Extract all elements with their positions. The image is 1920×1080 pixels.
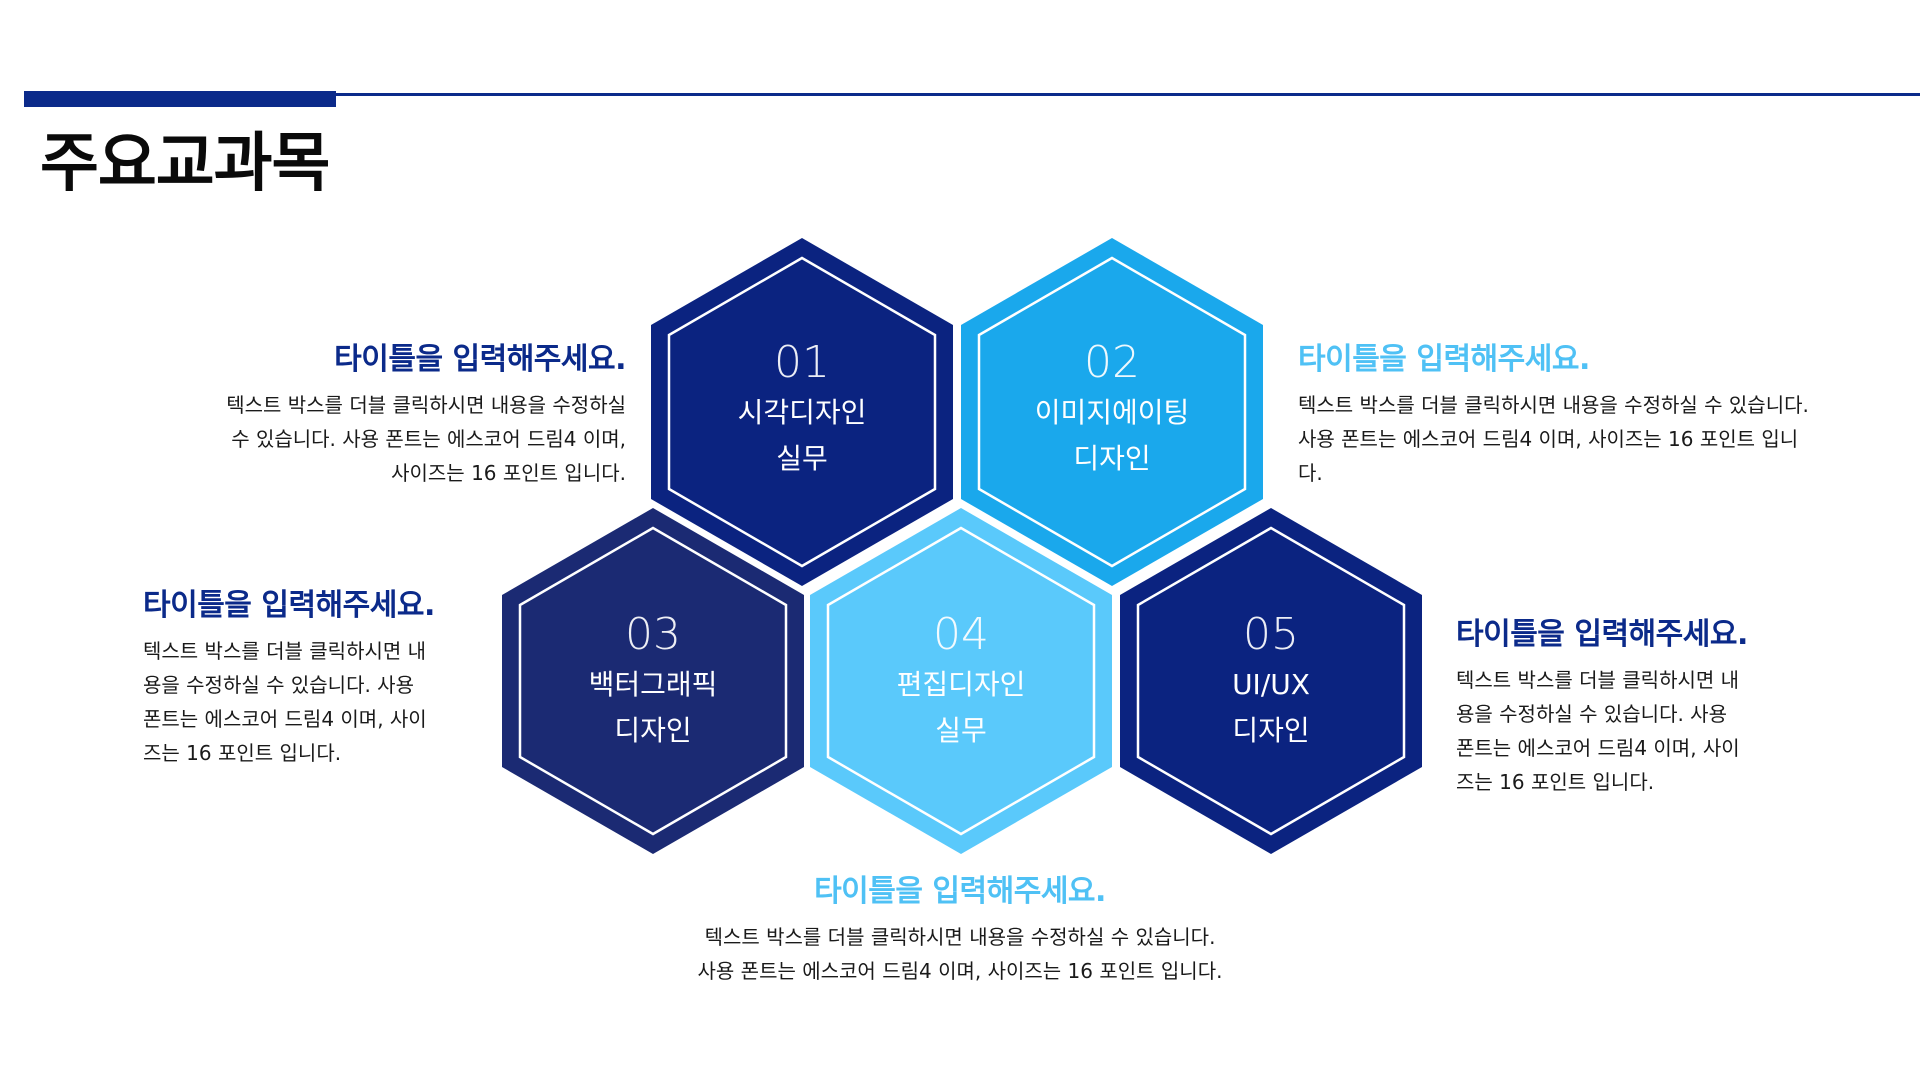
hexagon-03-label-line1: 백터그래픽 [588,668,718,701]
hexagon-01-number: 01 [774,337,830,388]
hexagon-04-label-line2: 실무 [935,714,987,747]
text-block-3[interactable]: 타이틀을 입력해주세요. 텍스트 박스를 더블 클릭하시면 내 용을 수정하실 … [143,586,503,770]
hexagon-04[interactable] [810,508,1112,854]
text-block-3-line: 텍스트 박스를 더블 클릭하시면 내 [143,639,427,663]
header-accent-bar [24,91,336,107]
text-block-3-title: 타이틀을 입력해주세요. [143,588,435,623]
text-block-3-line: 용을 수정하실 수 있습니다. 사용 [143,673,414,697]
hexagon-01-label-line2: 실무 [776,442,828,475]
hexagon-04-text: 04 편집디자인 실무 [841,608,1081,754]
text-block-1-body: 텍스트 박스를 더블 클릭하시면 내용을 수정하실 수 있습니다. 사용 폰트는… [150,388,626,490]
hexagon-04-number: 04 [933,609,989,660]
text-block-5[interactable]: 타이틀을 입력해주세요. 텍스트 박스를 더블 클릭하시면 내용을 수정하실 수… [640,872,1280,988]
page-title: 주요교과목 [40,127,330,201]
hexagon-02-label-line1: 이미지에이팅 [1034,396,1190,429]
hexagon-03-label-line2: 디자인 [614,714,692,747]
hexagon-04-label-line1: 편집디자인 [896,668,1026,701]
hexagon-01-text: 01 시각디자인 실무 [682,336,922,482]
hexagon-02-text: 02 이미지에이팅 디자인 [992,336,1232,482]
text-block-2-line: 텍스트 박스를 더블 클릭하시면 내용을 수정하실 수 있습니다. [1298,393,1809,417]
hexagon-01[interactable] [651,238,953,586]
hexagon-05-text: 05 UI/UX 디자인 [1151,608,1391,754]
text-block-4-line: 즈는 16 포인트 입니다. [1456,770,1655,794]
hexagon-05-number: 05 [1243,609,1299,660]
text-block-4-line: 폰트는 에스코어 드림4 이며, 사이 [1456,736,1740,760]
hexagon-02-label-line2: 디자인 [1073,442,1151,475]
text-block-2-title: 타이틀을 입력해주세요. [1298,342,1590,377]
text-block-5-body: 텍스트 박스를 더블 클릭하시면 내용을 수정하실 수 있습니다. 사용 폰트는… [640,920,1280,988]
hexagon-05-label-line1: UI/UX [1232,668,1310,701]
hexagon-02-number: 02 [1084,337,1140,388]
text-block-4-title: 타이틀을 입력해주세요. [1456,617,1748,652]
text-block-2-line: 사용 폰트는 에스코어 드림4 이며, 사이즈는 16 포인트 입니 [1298,427,1799,451]
text-block-2-body: 텍스트 박스를 더블 클릭하시면 내용을 수정하실 수 있습니다. 사용 폰트는… [1298,388,1898,490]
text-block-4-line: 텍스트 박스를 더블 클릭하시면 내 [1456,668,1740,692]
hexagon-02[interactable] [961,238,1263,586]
text-block-5-line: 텍스트 박스를 더블 클릭하시면 내용을 수정하실 수 있습니다. [704,925,1216,949]
text-block-4-body: 텍스트 박스를 더블 클릭하시면 내 용을 수정하실 수 있습니다. 사용 폰트… [1456,663,1816,799]
text-block-4[interactable]: 타이틀을 입력해주세요. 텍스트 박스를 더블 클릭하시면 내 용을 수정하실 … [1456,615,1816,799]
text-block-2[interactable]: 타이틀을 입력해주세요. 텍스트 박스를 더블 클릭하시면 내용을 수정하실 수… [1298,340,1898,490]
hexagon-01-label-line1: 시각디자인 [737,396,867,429]
text-block-1-title: 타이틀을 입력해주세요. [334,342,626,377]
header-rule [334,93,1920,96]
hexagon-03[interactable] [502,508,804,854]
text-block-3-line: 폰트는 에스코어 드림4 이며, 사이 [143,707,427,731]
text-block-5-title: 타이틀을 입력해주세요. [814,874,1106,909]
hexagon-05-label-line2: 디자인 [1232,714,1310,747]
text-block-1[interactable]: 타이틀을 입력해주세요. 텍스트 박스를 더블 클릭하시면 내용을 수정하실 수… [150,340,626,490]
hexagon-05[interactable] [1120,508,1422,854]
text-block-3-line: 즈는 16 포인트 입니다. [143,741,342,765]
hexagon-03-text: 03 백터그래픽 디자인 [533,608,773,754]
hexagon-03-number: 03 [625,609,681,660]
text-block-1-line: 수 있습니다. 사용 폰트는 에스코어 드림4 이며, [231,427,626,451]
text-block-1-line: 사이즈는 16 포인트 입니다. [391,461,626,485]
text-block-4-line: 용을 수정하실 수 있습니다. 사용 [1456,702,1727,726]
text-block-5-line: 사용 폰트는 에스코어 드림4 이며, 사이즈는 16 포인트 입니다. [697,959,1223,983]
text-block-2-line: 다. [1298,461,1323,485]
text-block-3-body: 텍스트 박스를 더블 클릭하시면 내 용을 수정하실 수 있습니다. 사용 폰트… [143,634,503,770]
text-block-1-line: 텍스트 박스를 더블 클릭하시면 내용을 수정하실 [226,393,626,417]
